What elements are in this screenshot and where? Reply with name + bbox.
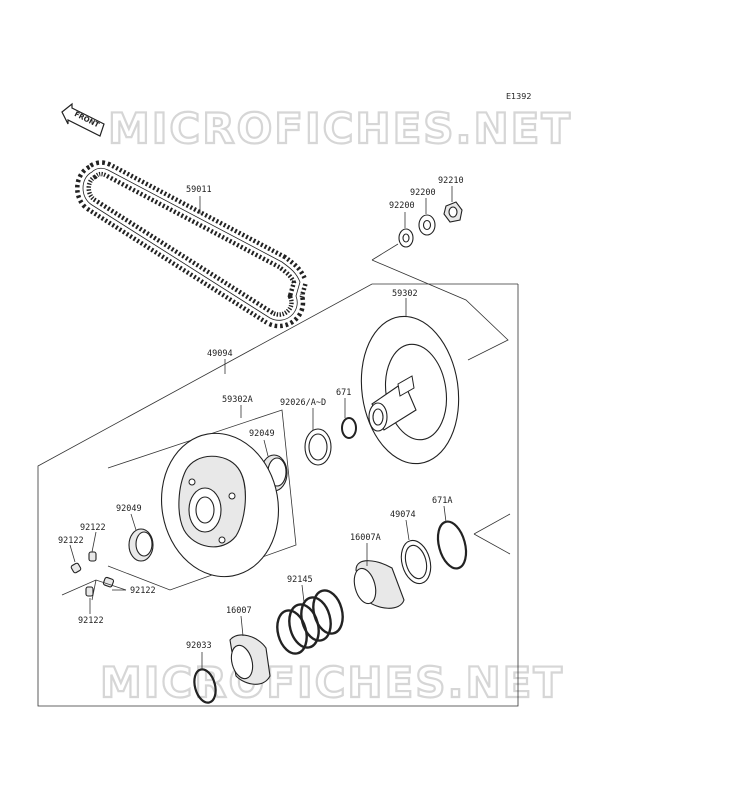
o-ring-671 xyxy=(341,417,357,439)
part-label-59302[interactable]: 59302 xyxy=(392,289,418,299)
moveable-sheave-59302A xyxy=(160,432,280,578)
part-label-92122c[interactable]: 92122 xyxy=(130,586,156,596)
diagram-code: E1392 xyxy=(506,92,531,101)
watermark-bottom: MICROFICHES.NET xyxy=(100,658,564,707)
part-label-92049a[interactable]: 92049 xyxy=(249,429,275,439)
sub-assembly-frame-59302A xyxy=(107,409,297,591)
o-ring-671A xyxy=(436,520,468,570)
front-arrow-icon: FRONT xyxy=(61,102,105,137)
washer-92200b xyxy=(418,214,436,236)
part-label-49094[interactable]: 49094 xyxy=(207,349,233,359)
part-label-92210[interactable]: 92210 xyxy=(438,176,464,186)
part-label-92200b[interactable]: 92200 xyxy=(389,201,415,211)
shim-92026 xyxy=(304,428,332,466)
washer-92200a xyxy=(398,228,414,248)
grease-fitting-92122d xyxy=(85,586,94,597)
part-label-49074[interactable]: 49074 xyxy=(390,510,416,520)
assembly-frame xyxy=(37,283,519,707)
part-label-92122a[interactable]: 92122 xyxy=(80,523,106,533)
watermark-top: MICROFICHES.NET xyxy=(108,104,572,153)
part-label-92049b[interactable]: 92049 xyxy=(116,504,142,514)
grease-fitting-92122b xyxy=(70,562,82,574)
cam-16007A xyxy=(353,560,405,609)
part-label-16007A[interactable]: 16007A xyxy=(350,533,381,543)
part-label-92200a[interactable]: 92200 xyxy=(410,188,436,198)
drive-belt-59011 xyxy=(75,160,309,329)
nut-92210 xyxy=(443,201,463,223)
part-label-59011[interactable]: 59011 xyxy=(186,185,212,195)
part-label-92122b[interactable]: 92122 xyxy=(58,536,84,546)
grease-fitting-92122a xyxy=(88,551,97,562)
part-label-92122d[interactable]: 92122 xyxy=(78,616,104,626)
part-label-671A[interactable]: 671A xyxy=(432,496,452,506)
cam-16007 xyxy=(229,634,271,685)
part-label-671[interactable]: 671 xyxy=(336,388,351,398)
grease-fitting-92122c xyxy=(102,576,115,588)
spring-92145 xyxy=(276,589,344,655)
bushing-92049b xyxy=(128,528,154,562)
part-label-16007[interactable]: 16007 xyxy=(226,606,252,616)
driven-sheave-59302 xyxy=(360,315,460,465)
part-label-59302A[interactable]: 59302A xyxy=(222,395,253,405)
collar-49074 xyxy=(400,539,432,585)
part-label-92145[interactable]: 92145 xyxy=(287,575,313,585)
circlip-92033 xyxy=(193,668,217,704)
part-label-92026[interactable]: 92026/A~D xyxy=(280,398,326,408)
part-label-92033[interactable]: 92033 xyxy=(186,641,212,651)
